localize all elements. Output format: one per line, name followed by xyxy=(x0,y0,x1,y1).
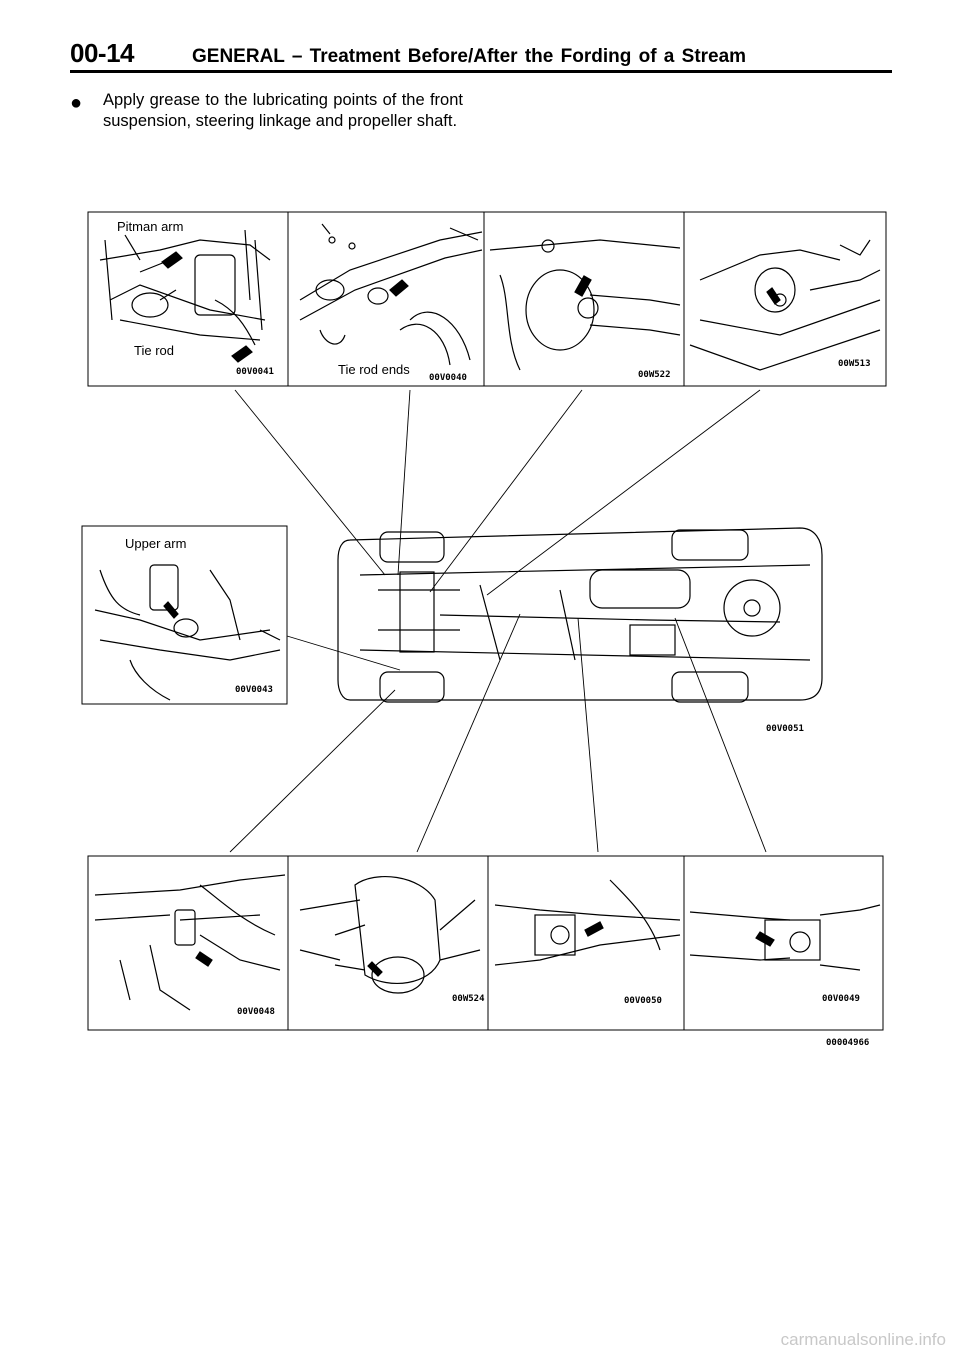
code-bottom-4: 00V0049 xyxy=(822,994,860,1004)
vehicle-underside: 00V0051 xyxy=(337,527,823,734)
label-tie-rod-ends: Tie rod ends xyxy=(338,362,410,377)
code-bottom-2: 00W524 xyxy=(452,994,485,1004)
code-top-1: 00V0041 xyxy=(236,367,274,377)
page-header: 00-14 GENERAL – Treatment Before/After t… xyxy=(70,38,892,74)
panel-propeller-slip-joint xyxy=(94,874,286,1011)
code-left: 00V0043 xyxy=(235,685,273,695)
panel-propeller-universal-front xyxy=(494,879,681,966)
code-bottom-3: 00V0050 xyxy=(624,996,662,1006)
panel-pitman-arm xyxy=(99,229,271,363)
page-number: 00-14 xyxy=(70,38,135,68)
top-panel-row: 00V0041 00V0040 00W522 00W513 Pitman arm… xyxy=(87,211,887,387)
panel-transfer-output xyxy=(689,239,881,371)
watermark: carmanualsonline.info xyxy=(780,1330,946,1349)
figure-code: 00004966 xyxy=(826,1038,869,1048)
code-top-2: 00V0040 xyxy=(429,373,467,383)
label-tie-rod: Tie rod xyxy=(134,343,174,358)
label-pitman-arm: Pitman arm xyxy=(117,219,183,234)
code-bottom-1: 00V0048 xyxy=(237,1007,275,1017)
panel-propeller-center xyxy=(299,876,481,994)
bullet-icon: ● xyxy=(70,92,83,114)
page-title: GENERAL – Treatment Before/After the For… xyxy=(192,46,747,67)
panel-propeller-joint-front xyxy=(489,239,681,371)
header-rule xyxy=(70,70,892,73)
bottom-panel-row: 00V0048 00W524 00V0050 00V0049 xyxy=(87,855,884,1031)
code-center: 00V0051 xyxy=(766,724,804,734)
leader-lines xyxy=(229,389,767,853)
code-top-4: 00W513 xyxy=(838,359,871,369)
code-top-3: 00W522 xyxy=(638,370,671,380)
panel-upper-arm: Upper arm 00V0043 xyxy=(81,525,288,705)
label-upper-arm: Upper arm xyxy=(125,536,186,551)
panel-propeller-universal-rear xyxy=(689,904,881,971)
instruction-text: Apply grease to the lubricating points o… xyxy=(103,91,463,130)
panel-tie-rod-ends xyxy=(299,223,483,366)
